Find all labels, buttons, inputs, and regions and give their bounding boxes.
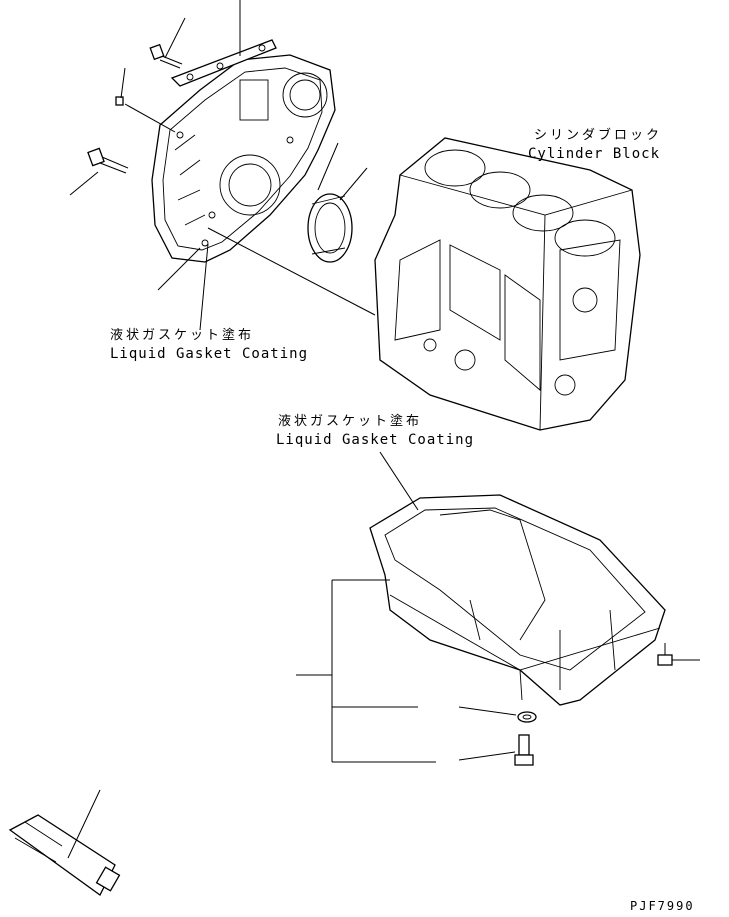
cylinder-block <box>374 137 641 431</box>
gasket-coating-label-jp: 液状ガスケット塗布 <box>110 328 255 343</box>
bracket <box>170 39 277 87</box>
cylinder-block-label-en: Cylinder Block <box>528 146 661 162</box>
oil-pan <box>369 494 666 706</box>
pan-gasket-coating-label-jp: 液状ガスケット塗布 <box>278 414 423 429</box>
cylinder-block-label-jp: シリンダブロック <box>534 128 663 143</box>
bolt-top <box>149 43 183 69</box>
gasket-tube <box>8 814 121 896</box>
leader-lines <box>67 0 517 859</box>
drain-plug <box>514 734 534 766</box>
gasket-coating-label-en: Liquid Gasket Coating <box>110 346 309 362</box>
drain-washer <box>517 711 537 723</box>
oil-seal <box>307 193 353 263</box>
pan-gasket-coating-label-en: Liquid Gasket Coating <box>276 432 475 448</box>
dowel-pin <box>115 96 124 106</box>
front-plate <box>151 54 336 263</box>
drawing-code: PJF7990 <box>630 899 695 913</box>
bolt-left <box>87 147 129 174</box>
pan-bolt <box>657 643 700 666</box>
